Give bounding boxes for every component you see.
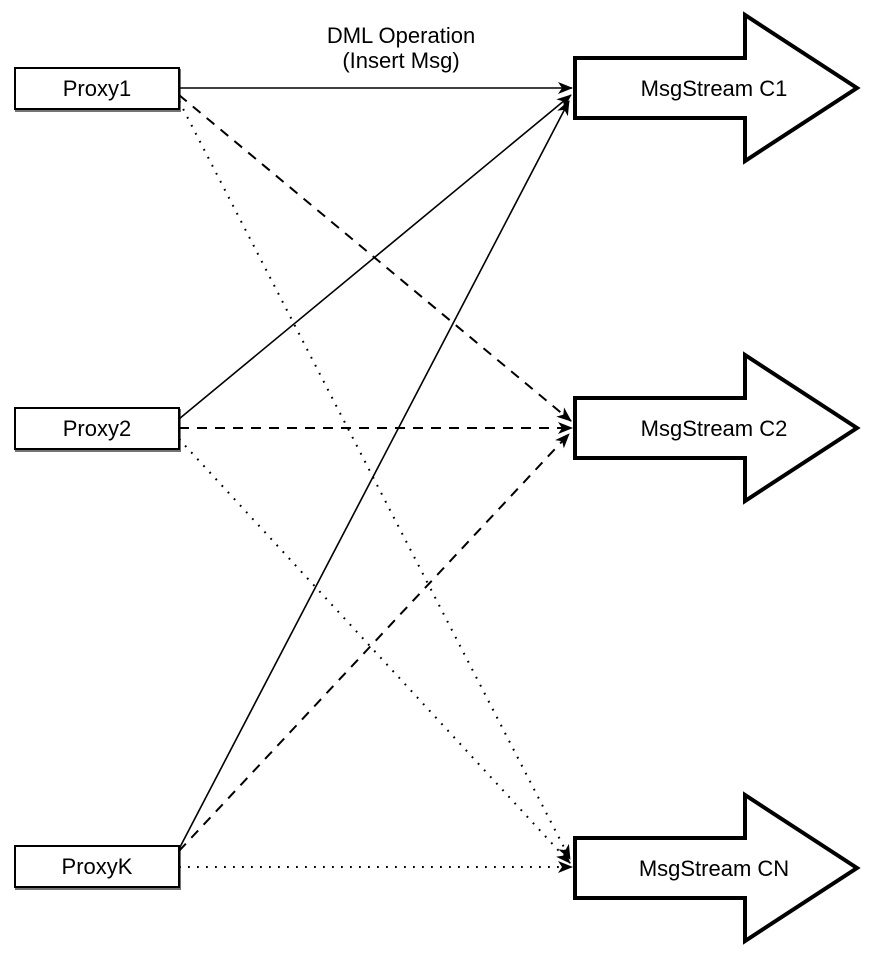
connector-proxy1-to-cn	[178, 100, 571, 860]
msgstream-cn-arrow-shape	[573, 791, 861, 945]
msgstream-c1-label: MsgStream C1	[641, 76, 788, 101]
msgstream-c2-label: MsgStream C2	[641, 416, 788, 441]
proxyk-label: ProxyK	[62, 854, 133, 879]
proxy2-label: Proxy2	[63, 416, 131, 441]
connector-proxyk-to-c2	[178, 433, 570, 852]
proxy2-node: Proxy2	[14, 407, 180, 450]
proxy1-box	[14, 67, 180, 110]
proxy1-node: Proxy1	[14, 67, 180, 110]
dml-operation-label-line2: (Insert Msg)	[342, 48, 459, 73]
msgstream-cn-node: MsgStream CN	[573, 791, 861, 945]
connector-proxy2-to-cn	[178, 438, 571, 864]
proxy1-label: Proxy1	[63, 76, 131, 101]
dml-operation-label-line1: DML Operation	[327, 23, 475, 48]
connector-proxyk-to-c1	[178, 100, 570, 850]
proxyk-box	[14, 845, 180, 888]
msgstream-c2-arrow-shape	[573, 351, 861, 505]
proxyk-node: ProxyK	[14, 845, 180, 888]
msgstream-c1-arrow-shape	[573, 11, 861, 165]
msgstream-c1-node: MsgStream C1	[573, 11, 861, 165]
proxy2-box	[14, 407, 180, 450]
msgstream-c2-node: MsgStream C2	[573, 351, 861, 505]
connector-proxy1-to-c2	[178, 94, 572, 422]
msgstream-cn-label: MsgStream CN	[639, 856, 789, 881]
